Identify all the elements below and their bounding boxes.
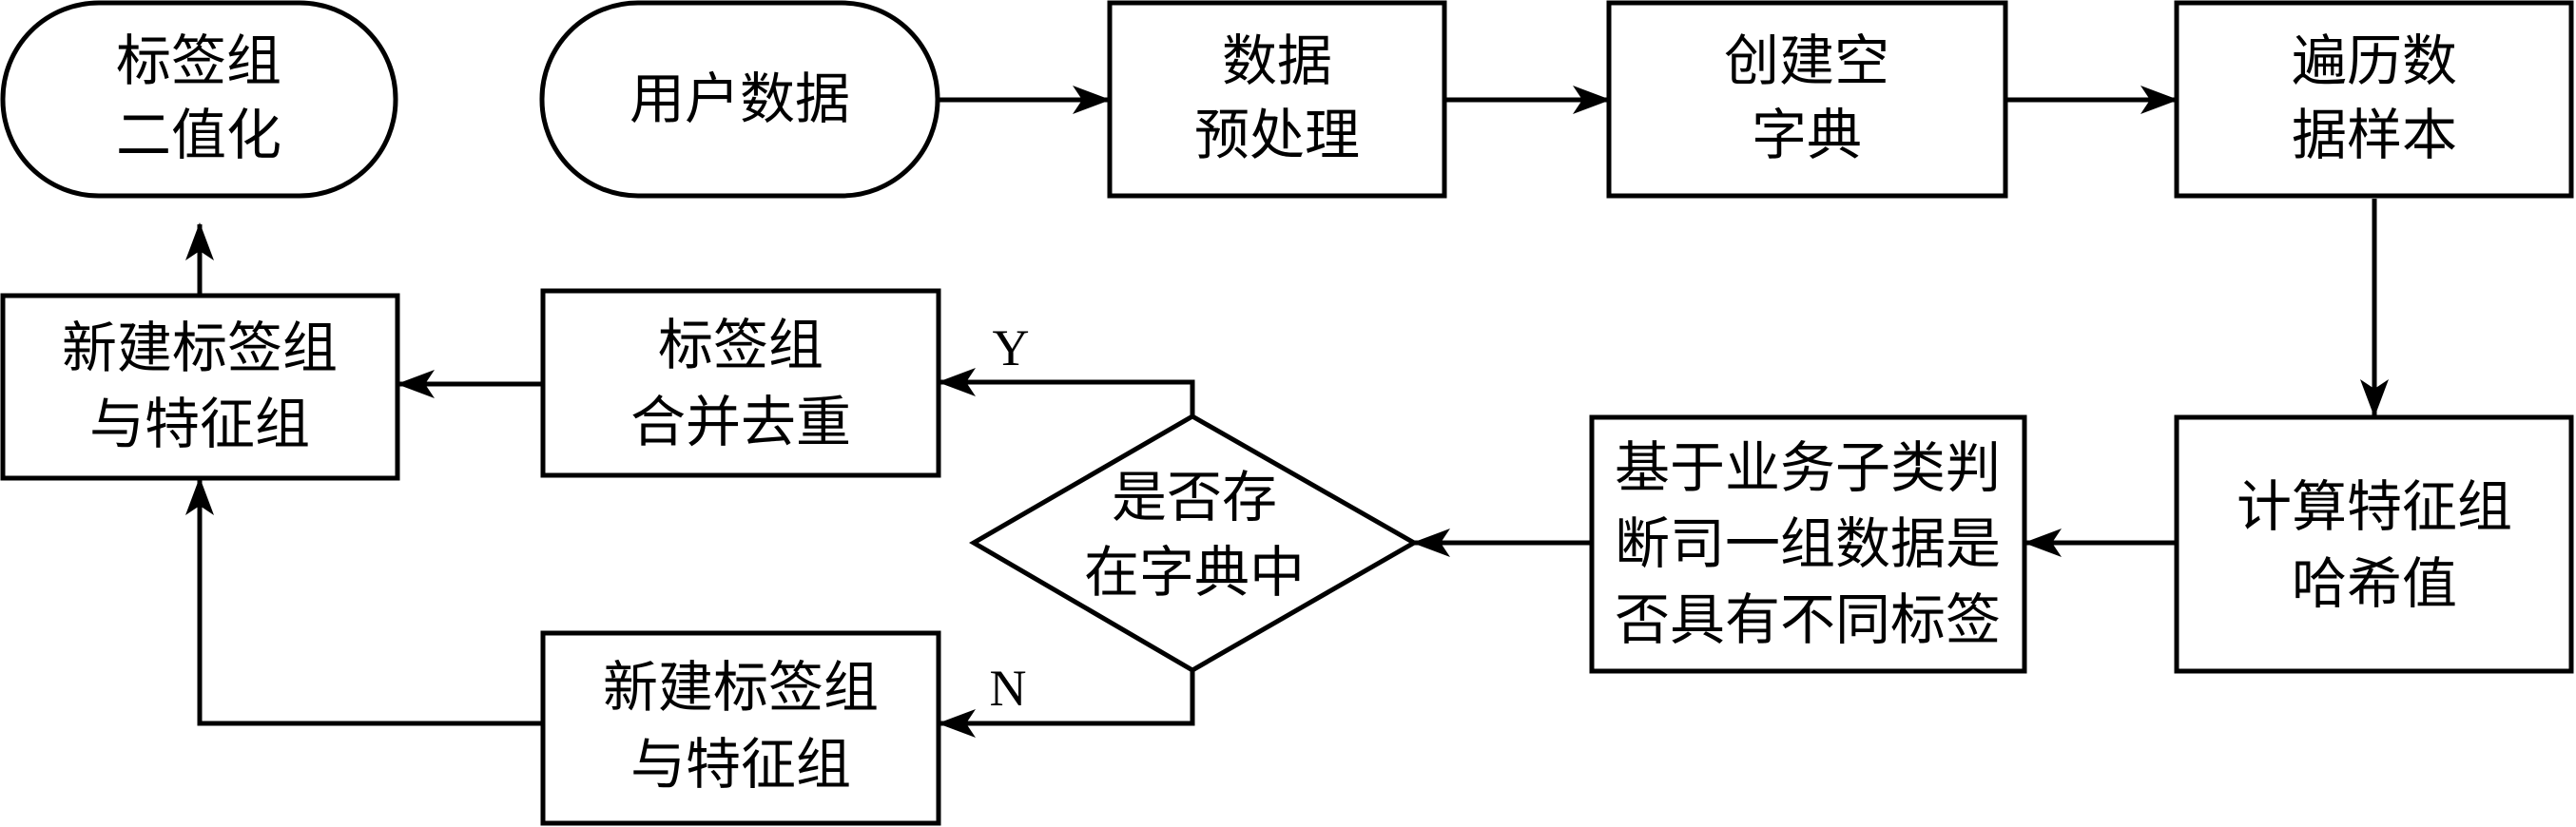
terminal-shape — [0, 0, 398, 199]
node-binarize: 标签组 二值化 — [0, 0, 398, 199]
node-label: 用户数据 — [629, 67, 850, 131]
process-shape — [1589, 414, 2027, 674]
process-shape — [540, 288, 941, 478]
node-label: 断司一组数据是 — [1615, 511, 2001, 576]
node-label: 新建标签组 — [62, 316, 338, 380]
node-label: 新建标签组 — [603, 655, 879, 720]
node-label: 哈希值 — [2292, 551, 2457, 616]
process-shape — [2174, 414, 2574, 674]
node-label: 是否存 — [1112, 465, 1277, 529]
node-judge: 基于业务子类判 断司一组数据是 否具有不同标签 — [1589, 414, 2027, 674]
node-label: 在字典中 — [1084, 540, 1305, 605]
node-decision: 是否存 在字典中 — [969, 414, 1420, 673]
edge-decision-no-to-new-group — [938, 670, 1195, 738]
node-label: 标签组 — [658, 313, 823, 377]
process-shape — [0, 293, 400, 481]
node-label: 标签组 — [116, 29, 281, 93]
node-create-dict: 创建空 字典 — [1606, 0, 2008, 199]
process-shape — [2174, 0, 2574, 199]
node-preprocess: 数据 预处理 — [1107, 0, 1447, 199]
node-label: 据样本 — [2292, 103, 2457, 167]
node-traverse: 遍历数 据样本 — [2174, 0, 2574, 199]
process-shape — [1606, 0, 2008, 199]
terminal-shape — [539, 0, 940, 199]
process-shape — [1107, 0, 1447, 199]
node-merge: 标签组 合并去重 — [540, 288, 941, 478]
node-label: 否具有不同标签 — [1615, 587, 2001, 652]
decision-shape — [969, 414, 1420, 673]
node-label: 与特征组 — [630, 732, 851, 797]
edge-decision-yes-to-merge — [938, 368, 1195, 416]
node-label: 遍历数 — [2292, 29, 2457, 93]
connectors — [185, 86, 2389, 738]
branch-label-no: N — [990, 660, 1027, 717]
process-shape — [540, 630, 941, 826]
node-label: 基于业务子类判 — [1615, 435, 2001, 500]
node-user-data: 用户数据 — [539, 0, 940, 199]
node-label: 二值化 — [116, 103, 281, 167]
node-label: 字典 — [1752, 103, 1862, 167]
node-label: 预处理 — [1194, 103, 1360, 167]
node-label: 数据 — [1222, 29, 1332, 93]
branch-label-yes: Y — [993, 319, 1030, 376]
node-hash: 计算特征组 哈希值 — [2174, 414, 2574, 674]
node-new-group-left: 新建标签组 与特征组 — [0, 293, 400, 481]
node-label: 与特征组 — [89, 392, 310, 456]
node-label: 计算特征组 — [2237, 474, 2512, 539]
node-new-group-bottom: 新建标签组 与特征组 — [540, 630, 941, 826]
node-label: 合并去重 — [630, 390, 851, 454]
edge-new-group-bottom-to-left — [185, 477, 542, 726]
node-label: 创建空 — [1724, 29, 1889, 93]
